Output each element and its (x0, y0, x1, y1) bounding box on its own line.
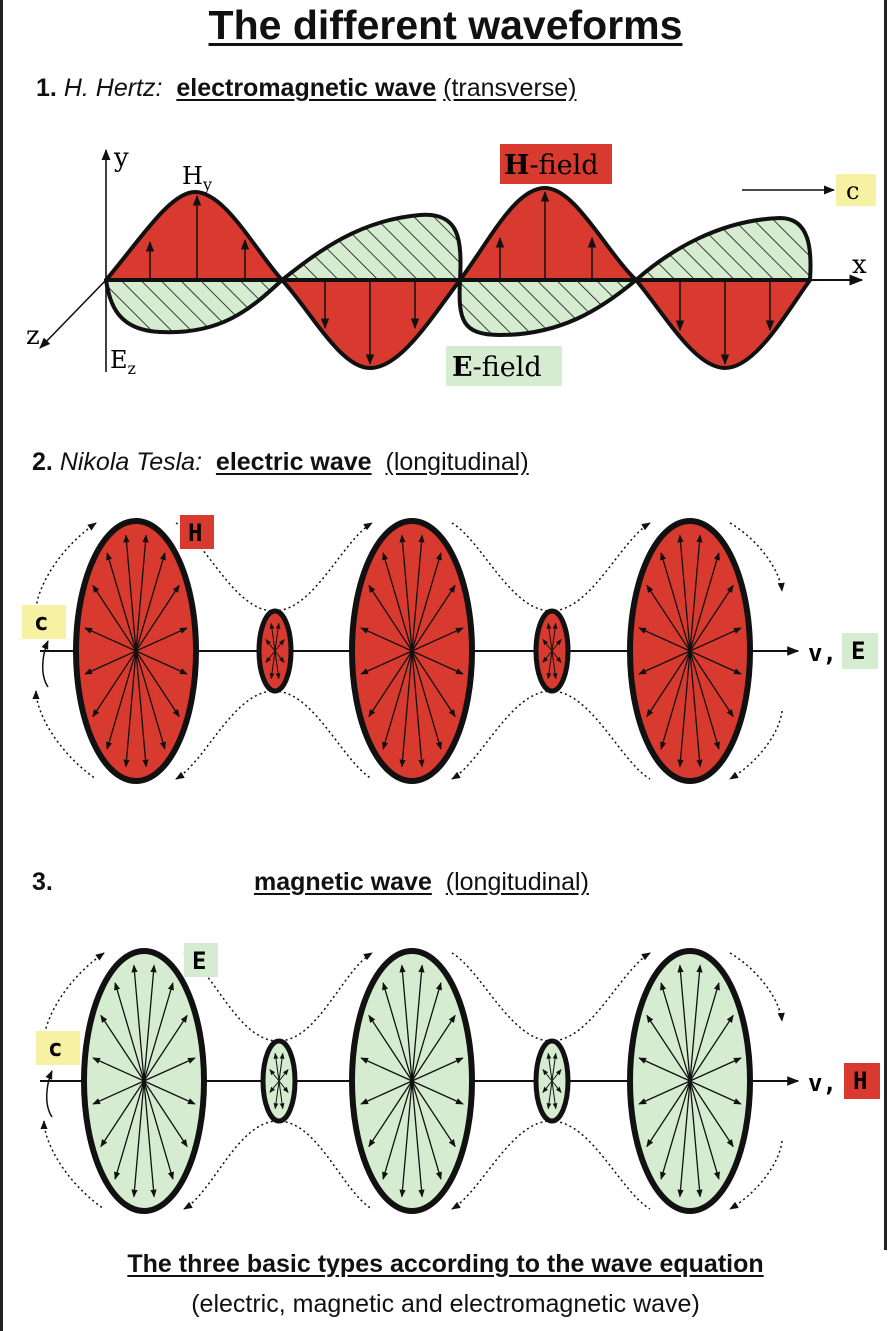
c-curl-arrow (41, 640, 49, 688)
c-label: c (846, 177, 859, 205)
section-2-number: 2. (32, 448, 53, 476)
axis-z-label: z (26, 321, 40, 351)
e-field-lobe-1 (104, 278, 284, 335)
e-field-lobe-4 (634, 216, 813, 282)
e-field-lobe-2 (280, 212, 463, 282)
vortex-large-3 (627, 518, 753, 784)
electric-wave-diagram: H c v, E (22, 515, 878, 784)
e-field-badge (446, 346, 562, 386)
section-3-heading: 3. magnetic wave (longitudinal) (32, 866, 589, 898)
vortex-large-1 (81, 948, 207, 1214)
page-title-text: The different waveforms (208, 2, 683, 48)
right-border (884, 0, 887, 1250)
magnetic-vortices (73, 518, 753, 784)
vortex-large-1 (73, 518, 199, 784)
c-label: c (48, 1034, 62, 1062)
e-field-label: E-field (452, 352, 542, 383)
h-field-lobe-1 (104, 190, 284, 282)
axis-y-label: y (113, 143, 129, 173)
footer-title: The three basic types according to the w… (127, 1250, 764, 1278)
e-badge (842, 633, 878, 669)
section-1-author: H. Hertz: (63, 74, 163, 102)
c-badge (836, 174, 876, 206)
vortex-large-3 (627, 948, 753, 1214)
h-field-lobe-4 (634, 278, 812, 370)
section-1-number: 1. (36, 74, 57, 102)
em-wave-diagram: y x z Hy Ez H-field E-field c (26, 143, 876, 386)
axis-x-label: x (852, 250, 867, 280)
section-3-wave-name: magnetic wave (254, 868, 432, 896)
vortex-large-2 (349, 518, 475, 784)
z-axis (39, 279, 107, 349)
c-label: c (34, 608, 48, 636)
v-label: v, (808, 1069, 837, 1097)
section-1-heading: 1. H. Hertz: electromagnetic wave (trans… (36, 72, 577, 104)
c-curl-arrow (45, 1070, 53, 1118)
vortex-small-2 (533, 1038, 571, 1124)
e-badge (184, 943, 218, 977)
c-badge (36, 1031, 80, 1065)
vortex-small-1 (256, 608, 294, 694)
vortex-large-2 (349, 948, 475, 1214)
v-label: v, (808, 639, 837, 667)
e-label: E (192, 947, 206, 975)
section-2-author: Nikola Tesla: (59, 448, 203, 476)
hy-label: Hy (182, 162, 212, 194)
e-label: E (851, 637, 865, 665)
page-title: The different waveforms (0, 0, 891, 50)
h-badge (844, 1063, 880, 1099)
h-field-lobe-2 (280, 278, 462, 370)
section-3-wave-type: (longitudinal) (445, 868, 589, 896)
c-badge (22, 605, 66, 639)
vortex-small-1 (260, 1038, 298, 1124)
h-field-lobe-3 (458, 186, 638, 282)
magnetic-wave-diagram: E c v, H (36, 943, 880, 1214)
h-label: H (853, 1067, 867, 1095)
h-field-badge (500, 144, 612, 184)
electric-vortices (81, 948, 753, 1214)
section-2-wave-type: (longitudinal) (385, 448, 529, 476)
section-3-number: 3. (32, 868, 53, 896)
left-border (0, 0, 3, 1331)
h-label: H (188, 519, 202, 547)
section-2-heading: 2. Nikola Tesla: electric wave (longitud… (32, 446, 529, 478)
h-field-arrows (145, 190, 775, 366)
e-field-lobe-3 (457, 278, 638, 337)
vortex-small-2 (533, 608, 571, 694)
section-2-wave-name: electric wave (215, 448, 372, 476)
h-field-label: H-field (504, 150, 599, 181)
section-1-wave-type: (transverse) (443, 74, 577, 102)
ez-label: Ez (110, 346, 136, 378)
footer-subtitle: (electric, magnetic and electromagnetic … (191, 1290, 700, 1318)
section-1-wave-name: electromagnetic wave (176, 74, 437, 102)
h-badge (180, 515, 214, 549)
